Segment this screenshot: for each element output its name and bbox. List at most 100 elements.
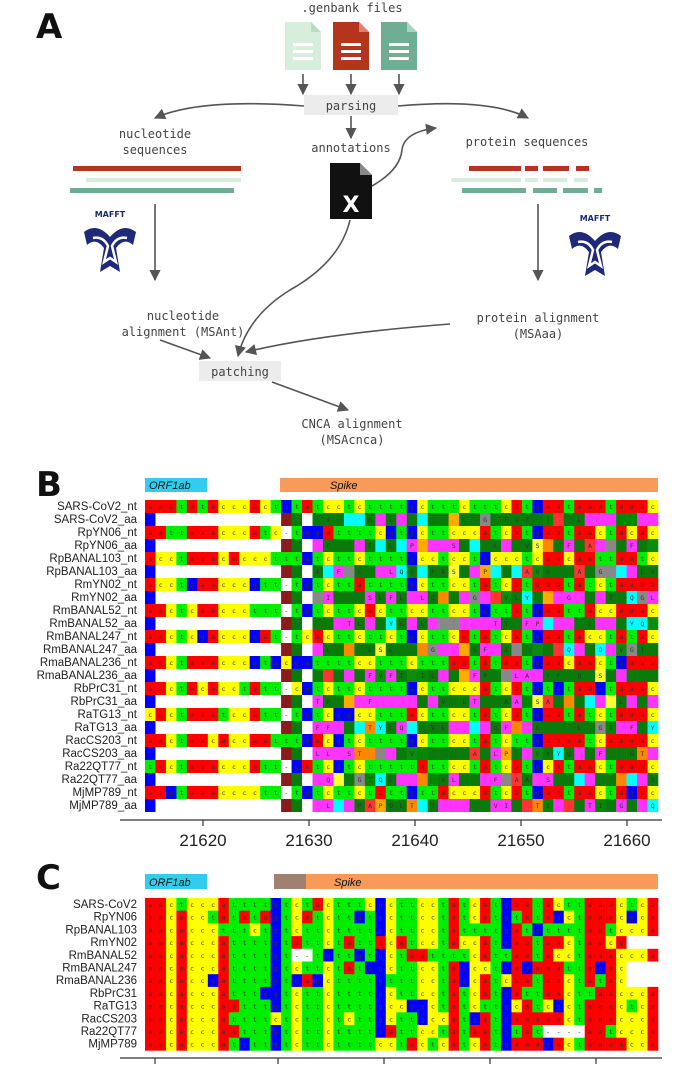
cell-char: c — [504, 737, 508, 745]
cell-char: L — [368, 646, 372, 654]
cell-char: a — [557, 990, 561, 998]
alignment-cell — [427, 604, 439, 617]
alignment-cell — [480, 721, 491, 734]
alignment-cell — [291, 604, 303, 617]
alignment-cell — [270, 1012, 282, 1026]
cell-char: a — [222, 990, 226, 998]
alignment-cell — [532, 578, 544, 591]
cell-char: t — [368, 1003, 372, 1011]
alignment-cell — [322, 898, 334, 911]
cell-char: c — [358, 503, 362, 511]
alignment-cell — [354, 986, 366, 1000]
panel-c-letter: C — [36, 858, 61, 898]
cell-char: a — [598, 1028, 602, 1036]
cell-char: t — [347, 914, 351, 922]
alignment-cell — [239, 773, 250, 786]
alignment-cell — [207, 1025, 219, 1038]
cell-char: L — [358, 620, 362, 628]
cell-char: c — [504, 633, 508, 641]
alignment-cell — [521, 656, 533, 669]
alignment-cell — [375, 565, 387, 578]
alignment-cell — [396, 500, 408, 513]
alignment-cell — [417, 961, 428, 975]
cell-char: t — [462, 1041, 466, 1049]
cell-char: a — [316, 737, 320, 745]
cell-char: g — [598, 965, 602, 973]
alignment-cell — [427, 565, 439, 578]
alignment-cell — [281, 773, 292, 786]
cell-char: a — [598, 901, 602, 909]
alignment-cell — [260, 948, 271, 962]
alignment-cell — [448, 656, 460, 669]
cnca-alignment-label-2: (MSAcnca) — [319, 433, 384, 447]
alignment-cell — [448, 708, 460, 721]
x-tick-label: 21660 — [603, 831, 650, 850]
alignment-cell — [647, 630, 659, 643]
alignment-cell — [469, 786, 481, 799]
cell-char: a — [588, 555, 592, 563]
svg-text:MAFFT: MAFFT — [95, 210, 126, 219]
alignment-cell — [270, 591, 282, 604]
alignment-cell — [302, 617, 313, 630]
alignment-cell — [145, 721, 156, 734]
alignment-cell — [396, 1037, 408, 1051]
cell-char: c — [232, 737, 236, 745]
alignment-cell — [563, 539, 575, 552]
cell-char: c — [190, 990, 194, 998]
alignment-cell — [186, 708, 198, 721]
alignment-cell — [249, 604, 261, 617]
cell-char: c — [619, 965, 623, 973]
alignment-cell — [186, 500, 198, 513]
alignment-cell — [542, 799, 554, 812]
alignment-cell — [186, 799, 198, 812]
cell-char: c — [232, 711, 236, 719]
alignment-cell — [228, 923, 240, 937]
cell-char: t — [253, 939, 257, 947]
alignment-cell — [584, 695, 596, 708]
alignment-cell — [563, 961, 575, 975]
cell-char: t — [536, 1003, 540, 1011]
alignment-cell — [302, 734, 313, 747]
cell-char: g — [379, 914, 383, 922]
cell-char: a — [201, 711, 205, 719]
cell-char: a — [159, 1028, 163, 1036]
alignment-cell — [312, 708, 324, 721]
alignment-cell — [563, 1012, 575, 1026]
alignment-cell — [459, 708, 470, 721]
alignment-cell — [553, 656, 565, 669]
cell-char: t — [295, 581, 299, 589]
alignment-cell — [553, 669, 565, 682]
alignment-cell — [605, 773, 617, 786]
cell-char: I — [504, 802, 508, 810]
alignment-cell — [406, 682, 418, 695]
alignment-cell — [145, 656, 156, 669]
alignment-cell — [542, 760, 554, 773]
alignment-cell — [480, 656, 491, 669]
alignment-cell — [490, 923, 502, 937]
alignment-cell — [322, 936, 334, 950]
alignment-cell — [197, 526, 209, 539]
cell-char: t — [232, 1015, 236, 1023]
cell-char: - — [284, 711, 288, 719]
cell-char: t — [452, 952, 456, 960]
cell-char: t — [316, 990, 320, 998]
alignment-cell — [302, 999, 313, 1013]
alignment-cell — [616, 539, 627, 552]
alignment-cell — [375, 936, 387, 950]
cell-char: V — [431, 724, 435, 732]
alignment-cell — [343, 708, 355, 721]
alignment-cell — [605, 948, 617, 962]
cell-char: a — [483, 763, 487, 771]
alignment-cell — [364, 999, 376, 1013]
alignment-cell — [186, 565, 198, 578]
alignment-cell — [343, 526, 355, 539]
svg-text:X: X — [343, 193, 360, 218]
cell-char: c — [326, 901, 330, 909]
alignment-cell — [249, 552, 261, 565]
alignment-cell — [333, 526, 345, 539]
alignment-cell — [626, 526, 638, 539]
alignment-cell — [417, 656, 428, 669]
alignment-cell — [626, 999, 638, 1013]
cell-char: a — [557, 789, 561, 797]
